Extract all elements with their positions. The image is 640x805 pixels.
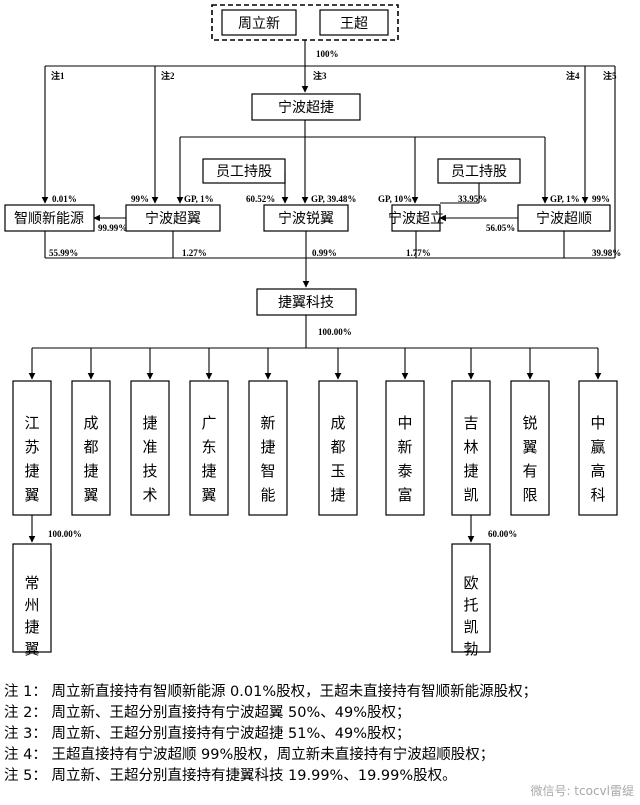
subsidiary-box-4 bbox=[189, 380, 229, 516]
ningbo-ruiyi-label: 宁波锐翼 bbox=[278, 210, 334, 227]
ningbo-chaoshun-box bbox=[517, 204, 611, 232]
pct-jiangsu-changzhou: 100.00% bbox=[48, 529, 82, 539]
ningbo-chaoyi-label: 宁波超翼 bbox=[145, 210, 201, 227]
ningbo-chaoli-label: 宁波超立 bbox=[388, 210, 444, 227]
ningbo-chaojie-box bbox=[251, 93, 361, 121]
jieyi-keji-label: 捷翼科技 bbox=[278, 295, 334, 311]
pct-jieyi-5599: 55.99% bbox=[49, 248, 78, 258]
pct-jieyi-3998: 39.98% bbox=[592, 248, 621, 258]
pct-chaoyi-zhishun: 99.99% bbox=[98, 223, 127, 233]
subsidiary-box-10 bbox=[578, 380, 618, 516]
subsidiary-label-3: 捷准技术 bbox=[142, 414, 157, 504]
subsidiary-box-9 bbox=[510, 380, 550, 516]
ningbo-chaojie-label: 宁波超捷 bbox=[278, 99, 334, 116]
wang-chao-box bbox=[319, 9, 389, 36]
ownership-structure-chart: 周立新 王超 100% 注1 注2 注3 注4 注5 宁波超捷 员工持股 员工持… bbox=[4, 4, 621, 658]
note2-tag: 注2 bbox=[161, 70, 175, 81]
ottokai-box bbox=[451, 543, 491, 653]
subsidiary-label-2: 成都捷翼 bbox=[83, 414, 98, 504]
note1-tag: 注1 bbox=[51, 70, 65, 81]
esop-label-2: 员工持股 bbox=[451, 164, 507, 180]
pct-chaoshun-chaoli: 56.05% bbox=[486, 223, 515, 233]
pct-chaoli-gp: GP, 10% bbox=[378, 194, 412, 204]
subsidiary-box-6 bbox=[318, 380, 358, 516]
pct-jieyi-177: 1.77% bbox=[406, 248, 431, 258]
pct-chaoyi-99: 99% bbox=[131, 194, 149, 204]
notes-section: 注 1： 周立新直接持有智顺新能源 0.01%股权，王超未直接持有智顺新能源股权… bbox=[4, 682, 636, 787]
ningbo-chaoshun-label: 宁波超顺 bbox=[536, 210, 592, 227]
pct-founders-chaojie: 100% bbox=[316, 49, 339, 59]
subsidiaries-row: 江苏捷翼 成都捷翼 捷准技术 广东捷翼 新捷智能 成都玉捷 中新泰富 吉林捷凯 锐翼有限 中赢高科 bbox=[12, 348, 618, 516]
subsidiary-label-8: 吉林捷凯 bbox=[463, 414, 478, 504]
subsidiary-box-2 bbox=[71, 380, 111, 516]
subsidiary-box-3 bbox=[130, 380, 170, 516]
zhou-lixin-label: 周立新 bbox=[238, 16, 280, 32]
esop-box-2 bbox=[437, 158, 521, 184]
pct-ruiyi-gp: GP, 39.48% bbox=[311, 194, 356, 204]
zhou-lixin-box bbox=[221, 9, 297, 36]
pct-chaoyi-gp: GP, 1% bbox=[184, 194, 214, 204]
pct-chaoshun-99: 99% bbox=[592, 194, 610, 204]
pct-jieyi-127: 1.27% bbox=[182, 248, 207, 258]
pct-zhishun-001: 0.01% bbox=[52, 194, 77, 204]
note5-tag: 注5 bbox=[603, 70, 617, 81]
zhishun-box bbox=[4, 204, 95, 232]
note-1: 注 1： 周立新直接持有智顺新能源 0.01%股权，王超未直接持有智顺新能源股权… bbox=[4, 684, 538, 700]
subsidiary-label-5: 新捷智能 bbox=[260, 414, 275, 504]
note-2: 注 2： 周立新、王超分别直接持有宁波超翼 50%、49%股权； bbox=[4, 705, 411, 721]
ningbo-chaoli-box bbox=[391, 204, 441, 232]
note3-tag: 注3 bbox=[313, 70, 327, 81]
subsidiary-label-1: 江苏捷翼 bbox=[24, 414, 39, 504]
pct-jieyi-subs: 100.00% bbox=[318, 327, 352, 337]
pct-chaoshun-3395: 33.95% bbox=[458, 194, 487, 204]
subsidiary-box-7 bbox=[385, 380, 425, 516]
pct-ruiyi-6052: 60.52% bbox=[246, 194, 275, 204]
subsidiary-label-10: 中赢高科 bbox=[590, 414, 605, 504]
pct-jieyi-099: 0.99% bbox=[312, 248, 337, 258]
changzhou-jieyi-label: 常州捷翼 bbox=[24, 574, 39, 658]
note4-tag: 注4 bbox=[566, 70, 580, 81]
zhishun-label: 智顺新能源 bbox=[14, 211, 84, 227]
pct-chaoshun-gp: GP, 1% bbox=[550, 194, 580, 204]
subsidiary-label-9: 锐翼有限 bbox=[522, 414, 537, 504]
wang-chao-label: 王超 bbox=[340, 16, 368, 32]
note-3: 注 3： 周立新、王超分别直接持有宁波超捷 51%、49%股权； bbox=[4, 726, 411, 742]
subsidiary-box-5 bbox=[248, 380, 288, 516]
ottokai-label: 欧托凯勃 bbox=[463, 574, 478, 658]
subsidiary-label-4: 广东捷翼 bbox=[201, 414, 216, 504]
esop-label-1: 员工持股 bbox=[216, 164, 272, 180]
pct-jilin-ottokai: 60.00% bbox=[488, 529, 517, 539]
subsidiary-label-6: 成都玉捷 bbox=[330, 414, 345, 504]
esop-box-1 bbox=[202, 158, 286, 184]
changzhou-jieyi-box bbox=[12, 543, 52, 653]
ningbo-ruiyi-box bbox=[263, 204, 349, 232]
note-4: 注 4： 王超直接持有宁波超顺 99%股权，周立新未直接持有宁波超顺股权； bbox=[4, 747, 495, 763]
subsidiary-label-7: 中新泰富 bbox=[397, 414, 412, 504]
watermark: 微信号: tcocvl雷缇 bbox=[530, 784, 634, 798]
note-5: 注 5： 周立新、王超分别直接持有捷翼科技 19.99%、19.99%股权。 bbox=[4, 768, 457, 784]
